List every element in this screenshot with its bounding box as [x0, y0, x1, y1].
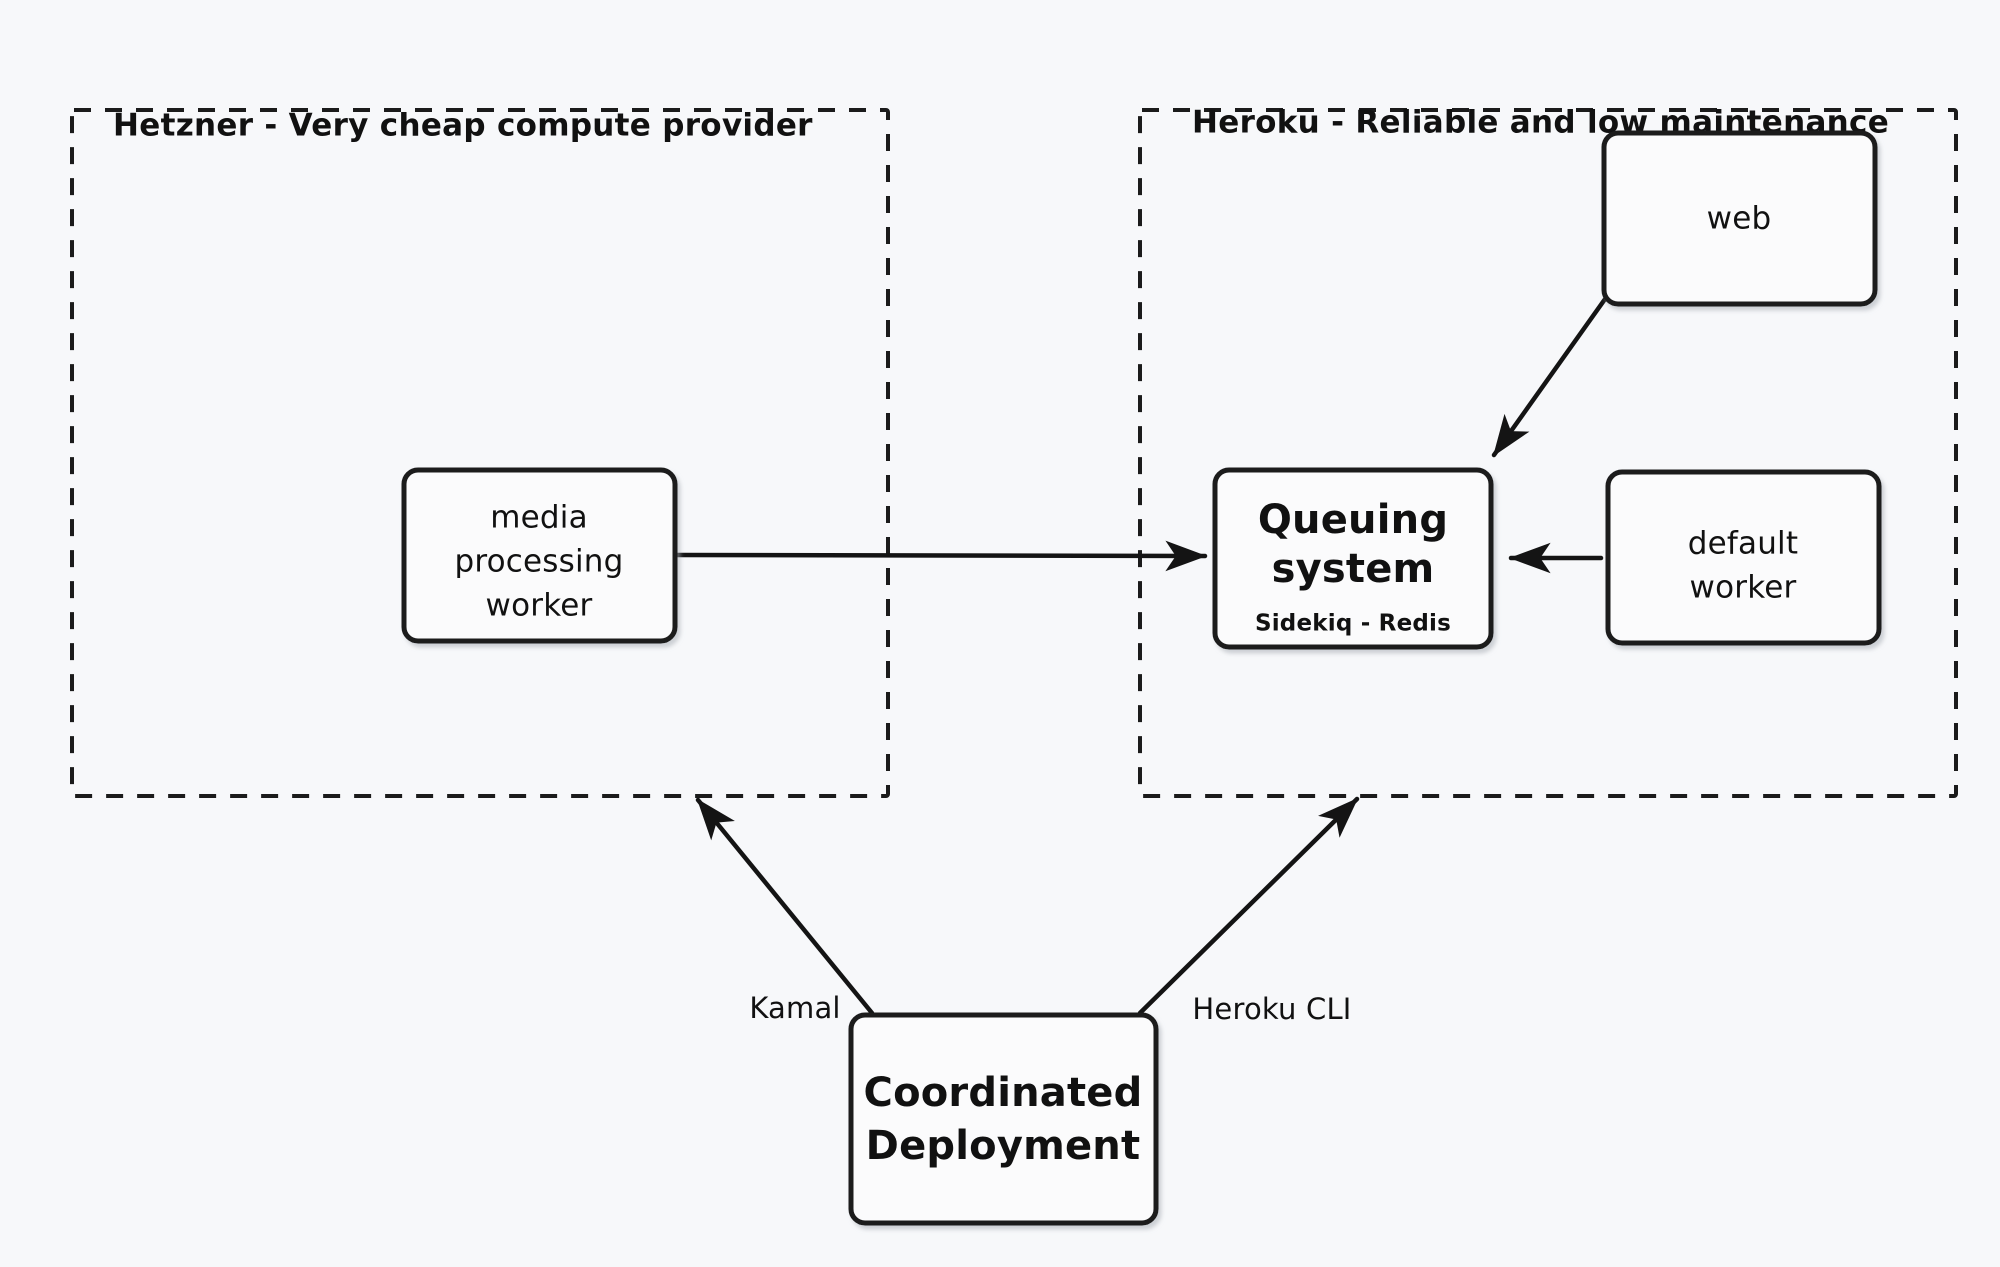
node-media-processing-worker[interactable]: media processing worker: [401, 467, 678, 644]
group-hetzner-label: Hetzner - Very cheap compute provider: [113, 108, 813, 144]
edge-deployment-to-heroku-label: Heroku CLI: [1192, 992, 1351, 1026]
node-queuing-system-sublabel: Sidekiq - Redis: [1255, 611, 1451, 637]
edge-deployment-to-heroku-line: [1137, 796, 1360, 1016]
node-queuing-system-label-line2: system: [1272, 546, 1435, 592]
node-coordinated-deployment-label-line1: Coordinated: [864, 1070, 1143, 1116]
group-heroku-border: [1138, 108, 1958, 798]
edge-deployment-to-hetzner-line: [695, 797, 875, 1016]
node-coordinated-deployment-label-line2: Deployment: [866, 1123, 1141, 1169]
edge-deployment-to-heroku[interactable]: Heroku CLI: [1137, 796, 1360, 1026]
edge-worker-to-queue[interactable]: [674, 540, 1208, 572]
node-web[interactable]: web: [1601, 130, 1878, 307]
node-queuing-system[interactable]: Queuing system Sidekiq - Redis: [1212, 467, 1494, 650]
node-default-worker[interactable]: default worker: [1605, 469, 1882, 646]
edge-deployment-to-hetzner[interactable]: Kamal: [695, 797, 875, 1025]
node-web-box: [1601, 130, 1878, 307]
edge-deployment-to-hetzner-label: Kamal: [749, 991, 840, 1025]
node-coordinated-deployment[interactable]: Coordinated Deployment: [848, 1012, 1159, 1226]
edge-web-to-queue[interactable]: [1491, 275, 1623, 458]
node-media-processing-worker-box: [401, 467, 678, 644]
group-hetzner-border: [70, 108, 890, 798]
node-default-worker-label-line1: default: [1688, 526, 1798, 562]
group-hetzner[interactable]: Hetzner - Very cheap compute provider: [70, 108, 890, 798]
node-queuing-system-label-line1: Queuing: [1258, 497, 1448, 543]
node-web-label: web: [1707, 201, 1772, 237]
node-media-processing-worker-label-line2: processing: [454, 544, 623, 580]
node-default-worker-box: [1605, 469, 1882, 646]
edge-web-to-queue-line: [1491, 275, 1623, 458]
node-queuing-system-box: [1212, 467, 1494, 650]
node-media-processing-worker-label-line3: worker: [486, 588, 593, 624]
node-media-processing-worker-label-line1: media: [490, 500, 588, 536]
edge-worker-to-queue-line: [674, 540, 1208, 572]
node-coordinated-deployment-box: [848, 1012, 1159, 1226]
node-default-worker-label-line2: worker: [1690, 570, 1797, 606]
